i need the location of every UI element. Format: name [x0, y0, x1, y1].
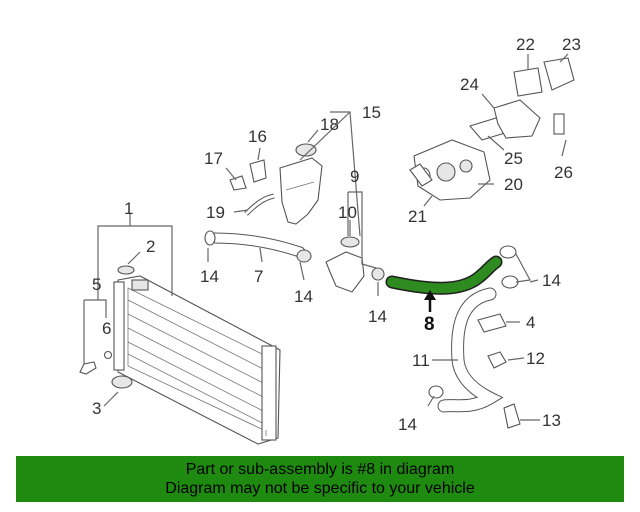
water-inlet-24	[493, 99, 541, 139]
thermostat-housing	[413, 139, 491, 201]
callout-9: 9	[350, 167, 359, 186]
callout-23: 23	[562, 35, 581, 54]
water-outlet-23	[543, 57, 575, 91]
temp-sensor	[553, 113, 565, 135]
callout-14-c: 14	[368, 307, 387, 326]
callout-18: 18	[320, 115, 339, 134]
callout-14-b: 14	[294, 287, 313, 306]
radiator-bracket	[79, 361, 97, 375]
callout-16: 16	[248, 127, 267, 146]
callout-22: 22	[516, 35, 535, 54]
callout-26: 26	[554, 163, 573, 182]
callout-14-e: 14	[398, 415, 417, 434]
callout-10: 10	[338, 203, 357, 222]
callout-25: 25	[504, 149, 523, 168]
housing-cap	[340, 236, 360, 248]
callout-2: 2	[146, 237, 155, 256]
callout-8: 8	[424, 314, 435, 335]
callout-11: 11	[412, 351, 430, 370]
callout-17: 17	[204, 149, 223, 168]
water-outlet-housing	[325, 251, 365, 293]
hose-bracket-13	[503, 403, 521, 429]
callout-6: 6	[102, 319, 111, 338]
parts-diagram: 1 2 3 4 5 6 7 8 9 10 11 12 13 14 14 14 1…	[79, 35, 581, 445]
radiator-cap	[117, 265, 135, 275]
hose-connector	[477, 313, 507, 333]
hose-clip	[229, 175, 247, 191]
callout-1: 1	[124, 199, 133, 218]
seal-ring	[103, 350, 113, 360]
callout-4: 4	[526, 313, 535, 332]
drain-plug	[111, 375, 133, 389]
callout-14-a: 14	[200, 267, 219, 286]
reservoir-bracket	[249, 159, 267, 183]
callout-21: 21	[408, 207, 427, 226]
callout-20: 20	[504, 175, 523, 194]
leader-lines	[83, 53, 569, 421]
callout-14-d: 14	[542, 271, 561, 290]
coolant-reservoir	[279, 143, 323, 225]
banner-line-2: Diagram may not be specific to your vehi…	[165, 480, 475, 497]
callout-19: 19	[206, 203, 225, 222]
callout-7: 7	[254, 267, 263, 286]
banner-line-1: Part or sub-assembly is #8 in diagram	[185, 461, 455, 478]
hose-bracket-12	[487, 351, 507, 369]
callout-15: 15	[362, 103, 381, 122]
callout-5: 5	[92, 275, 101, 294]
callout-12: 12	[526, 349, 545, 368]
thermostat-22	[513, 67, 543, 97]
info-banner: Part or sub-assembly is #8 in diagram Di…	[16, 456, 624, 502]
radiator-hose-8	[387, 257, 501, 294]
callout-3: 3	[92, 399, 101, 418]
callout-24: 24	[460, 75, 479, 94]
gasket-21	[409, 163, 433, 187]
callout-13: 13	[542, 411, 561, 430]
radiator	[113, 275, 281, 445]
